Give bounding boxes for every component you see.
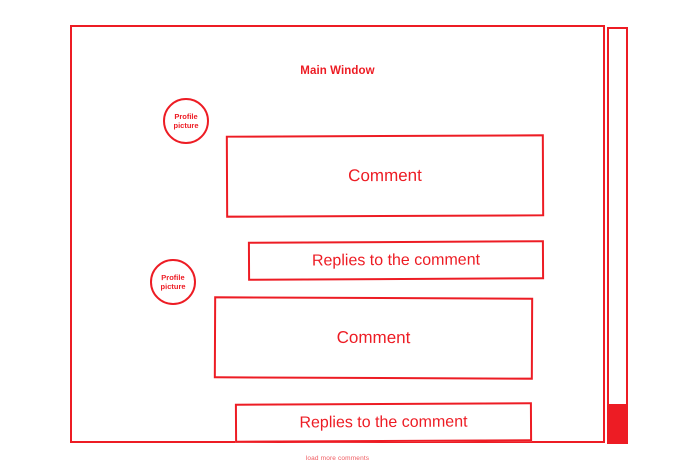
replies-box-2[interactable]: Replies to the comment — [234, 402, 533, 443]
replies-label-2: Replies to the comment — [299, 413, 468, 431]
load-more-comments-link[interactable]: load more comments — [305, 455, 370, 462]
vertical-scrollbar[interactable] — [607, 27, 628, 444]
scrollbar-thumb[interactable] — [609, 404, 626, 442]
comment-box-2[interactable]: Comment — [213, 296, 534, 380]
avatar-label-line2: picture — [173, 121, 199, 130]
page-title: Main Window — [300, 65, 375, 77]
avatar-profile-picture-1[interactable]: Profile picture — [163, 98, 209, 144]
replies-label-1: Replies to the comment — [311, 251, 481, 269]
comment-label-2: Comment — [336, 327, 411, 348]
avatar-label-line1: Profile — [174, 111, 198, 121]
replies-box-1[interactable]: Replies to the comment — [247, 240, 545, 281]
comment-box-1[interactable]: Comment — [225, 134, 545, 218]
avatar-label-line1: Profile — [161, 272, 185, 282]
comment-label-1: Comment — [348, 165, 422, 186]
main-window: Main Window Profile picture Comment Repl… — [70, 25, 605, 462]
avatar-profile-picture-2[interactable]: Profile picture — [149, 258, 197, 306]
avatar-label-line2: picture — [160, 281, 186, 292]
